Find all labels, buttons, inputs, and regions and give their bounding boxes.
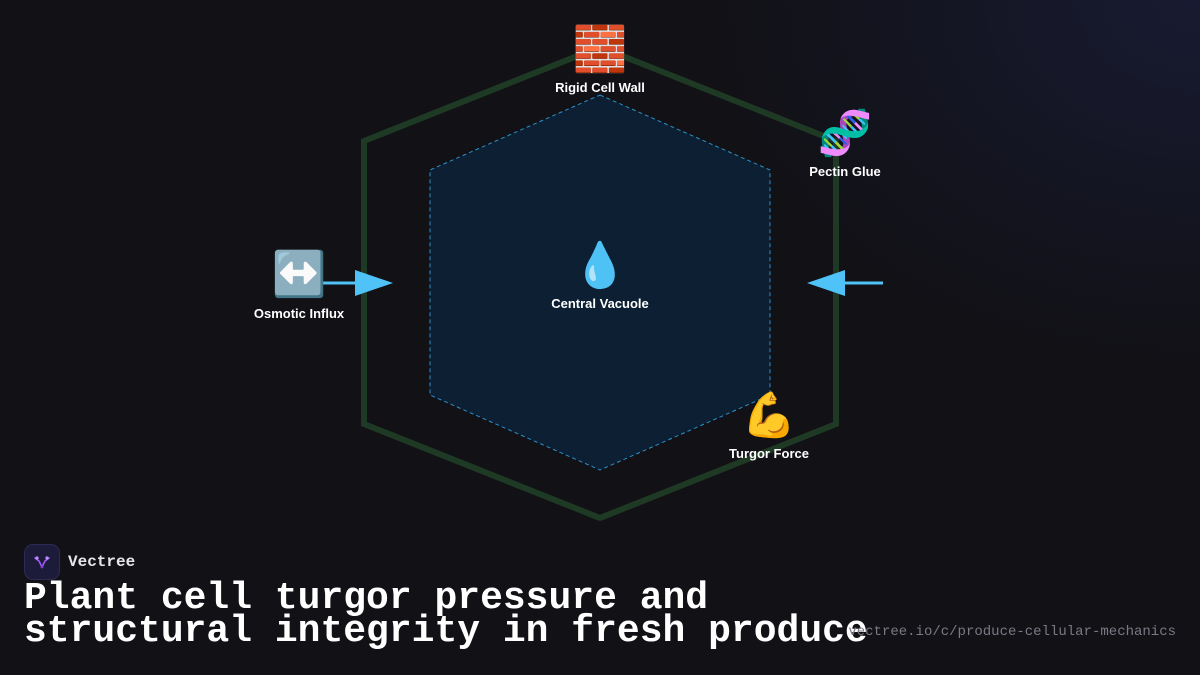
flexed-biceps-icon: 💪	[741, 390, 797, 441]
brick-wall-icon: 🧱	[572, 24, 628, 75]
node-central-vacuole: 💧 Central Vacuole	[551, 240, 649, 312]
node-osmotic-influx: ↔️ Osmotic Influx	[253, 249, 345, 322]
node-label: Osmotic Influx	[253, 306, 345, 321]
title-line-2: structural integrity in fresh produce	[24, 610, 868, 653]
node-label: Pectin Glue	[809, 164, 881, 179]
dna-icon: 🧬	[817, 108, 873, 159]
brand-name: Vectree	[68, 553, 136, 571]
water-droplet-icon: 💧	[572, 240, 628, 291]
left-influx-arrow	[320, 270, 393, 296]
page-title: Plant cell turgor pressure and structura…	[24, 577, 868, 653]
node-rigid-cell-wall: 🧱 Rigid Cell Wall	[555, 24, 645, 96]
left-right-arrow-icon: ↔️	[271, 249, 327, 300]
brand: Vectree	[24, 544, 135, 580]
outer-cell-wall-hexagon	[361, 43, 839, 522]
node-label: Rigid Cell Wall	[555, 80, 645, 95]
node-label: Central Vacuole	[551, 296, 649, 311]
node-label: Turgor Force	[729, 446, 809, 461]
inner-vacuole-hexagon	[429, 94, 771, 471]
node-turgor-force: 💪 Turgor Force	[729, 390, 809, 462]
node-pectin-glue: 🧬 Pectin Glue	[809, 108, 881, 180]
title-line-1: Plant cell turgor pressure and	[24, 577, 709, 620]
right-influx-arrow	[807, 270, 883, 296]
source-url: vectree.io/c/produce-cellular-mechanics	[848, 624, 1176, 640]
vectree-logo-icon	[24, 544, 60, 580]
